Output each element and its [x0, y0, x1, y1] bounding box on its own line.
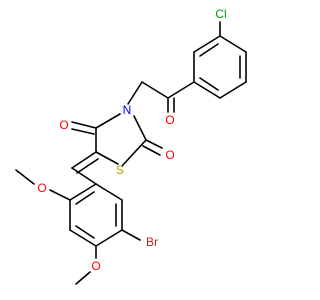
bond — [127, 81, 143, 105]
chlorine-atom: Cl — [215, 7, 226, 21]
bond — [69, 183, 97, 201]
bond — [75, 191, 95, 205]
bond — [71, 128, 95, 135]
bond — [76, 158, 99, 174]
bond — [71, 121, 97, 129]
bond — [15, 169, 35, 185]
bond — [167, 81, 195, 99]
bottom-methoxy-oxygen-atom: O — [91, 259, 100, 273]
bond — [95, 183, 123, 201]
bond — [121, 139, 147, 167]
bond — [133, 115, 147, 141]
bonds — [15, 21, 247, 285]
bond — [69, 229, 97, 247]
bond — [142, 145, 161, 156]
bond — [193, 81, 221, 99]
bond — [95, 113, 121, 129]
atom-labels: Cl O N O S O O Br O — [37, 7, 226, 273]
bond — [95, 229, 123, 247]
bond — [95, 151, 119, 165]
bond — [199, 43, 219, 57]
bromine-atom: Br — [146, 235, 158, 249]
bond — [219, 81, 247, 99]
bond — [49, 189, 71, 201]
ring-sulfur-atom: S — [116, 163, 124, 177]
bond — [219, 35, 247, 53]
bond — [199, 77, 219, 91]
bond — [193, 35, 221, 53]
molecule-drawing: Cl O N O S O O Br O — [15, 7, 247, 285]
structure-canvas: Cl O N O S O O Br O — [15, 7, 247, 285]
bond — [121, 229, 141, 241]
bond — [75, 271, 91, 285]
top-methoxy-oxygen-atom: O — [37, 181, 46, 195]
bond — [71, 151, 97, 169]
bond — [75, 225, 95, 239]
ring-nitrogen-atom: N — [123, 103, 132, 117]
c2-carbonyl-oxygen-atom: O — [165, 148, 174, 162]
c4-carbonyl-oxygen-atom: O — [59, 118, 68, 132]
bond — [71, 167, 97, 185]
bond — [141, 81, 169, 99]
ketone-oxygen-atom: O — [165, 113, 174, 127]
bond — [145, 139, 163, 149]
